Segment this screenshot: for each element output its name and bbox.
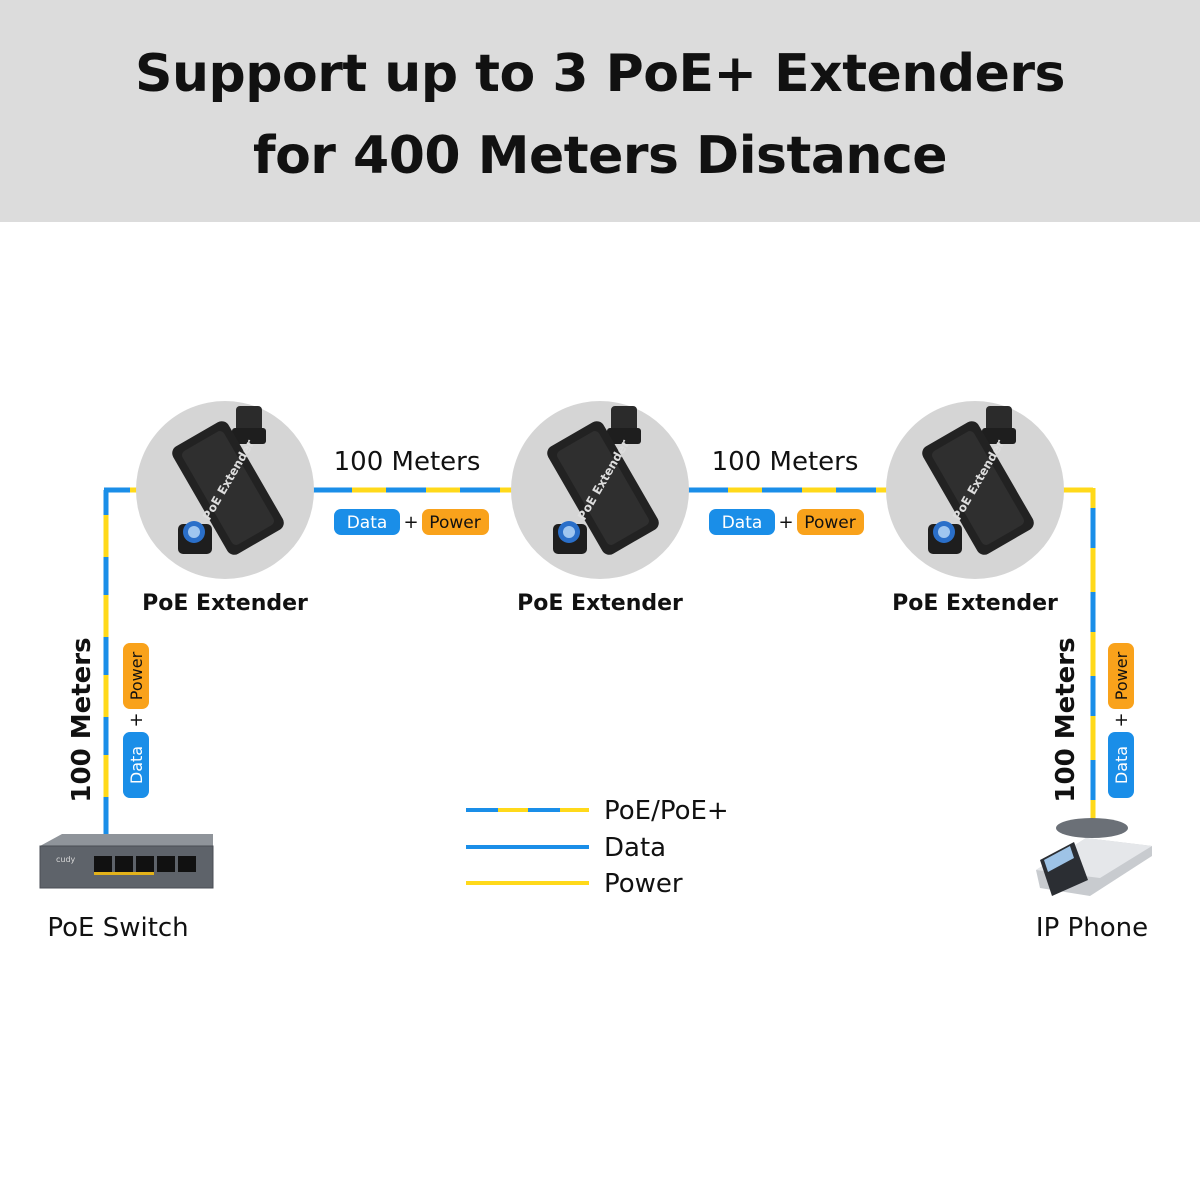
distance-label: 100 Meters: [712, 447, 859, 477]
extender-3: PoE Extender PoE Extender: [886, 401, 1064, 616]
switch-ports: [94, 856, 196, 875]
power-badge-text: Power: [804, 513, 855, 533]
extender-1-label: PoE Extender: [142, 591, 308, 616]
data-badge-text: Data: [347, 513, 388, 533]
plus-sign: +: [1111, 712, 1132, 727]
data-badge-text: Data: [722, 513, 763, 533]
poe-switch-label: PoE Switch: [47, 913, 188, 943]
data-badge: [123, 732, 149, 798]
distance-label: 100 Meters: [67, 637, 97, 802]
title-line-2: for 400 Meters Distance: [252, 126, 948, 186]
distance-label: 100 Meters: [334, 447, 481, 477]
poe-switch: cudy PoE Switch: [39, 834, 214, 943]
extender-2-label: PoE Extender: [517, 591, 683, 616]
switch-brand-text: cudy: [56, 855, 76, 864]
extender-3-label: PoE Extender: [892, 591, 1058, 616]
data-badge-text: Data: [127, 746, 146, 784]
legend-poe-text: PoE/PoE+: [604, 796, 729, 826]
title-line-1: Support up to 3 PoE+ Extenders: [135, 44, 1065, 104]
data-badge: [709, 509, 775, 535]
power-badge: [797, 509, 864, 535]
plus-sign: +: [403, 512, 418, 533]
extender-2: PoE Extender PoE Extender: [511, 401, 689, 616]
segment-label-top-1: 100 Meters Data + Power: [334, 447, 489, 535]
power-badge-text: Power: [1112, 651, 1131, 700]
power-badge: [123, 643, 149, 709]
distance-label: 100 Meters: [1051, 637, 1081, 802]
power-badge: [422, 509, 489, 535]
legend-power-text: Power: [604, 869, 683, 899]
ip-phone-label: IP Phone: [1036, 913, 1148, 943]
plus-sign: +: [778, 512, 793, 533]
title-banner: Support up to 3 PoE+ Extenders for 400 M…: [0, 0, 1200, 222]
legend: PoE/PoE+ Data Power: [466, 796, 729, 899]
extender-1: PoE Extender PoE Extender: [136, 401, 314, 616]
segment-label-top-2: 100 Meters Data + Power: [709, 447, 864, 535]
ip-phone: IP Phone: [1036, 818, 1152, 943]
segment-label-left: 100 Meters Data + Power: [67, 637, 149, 803]
segment-label-right: 100 Meters Data + Power: [1051, 637, 1134, 803]
power-badge-text: Power: [127, 651, 146, 700]
data-badge: [1108, 732, 1134, 798]
legend-data-text: Data: [604, 833, 666, 863]
power-badge: [1108, 643, 1134, 709]
data-badge-text: Data: [1112, 746, 1131, 784]
power-badge-text: Power: [429, 513, 480, 533]
plus-sign: +: [126, 712, 147, 727]
data-badge: [334, 509, 400, 535]
